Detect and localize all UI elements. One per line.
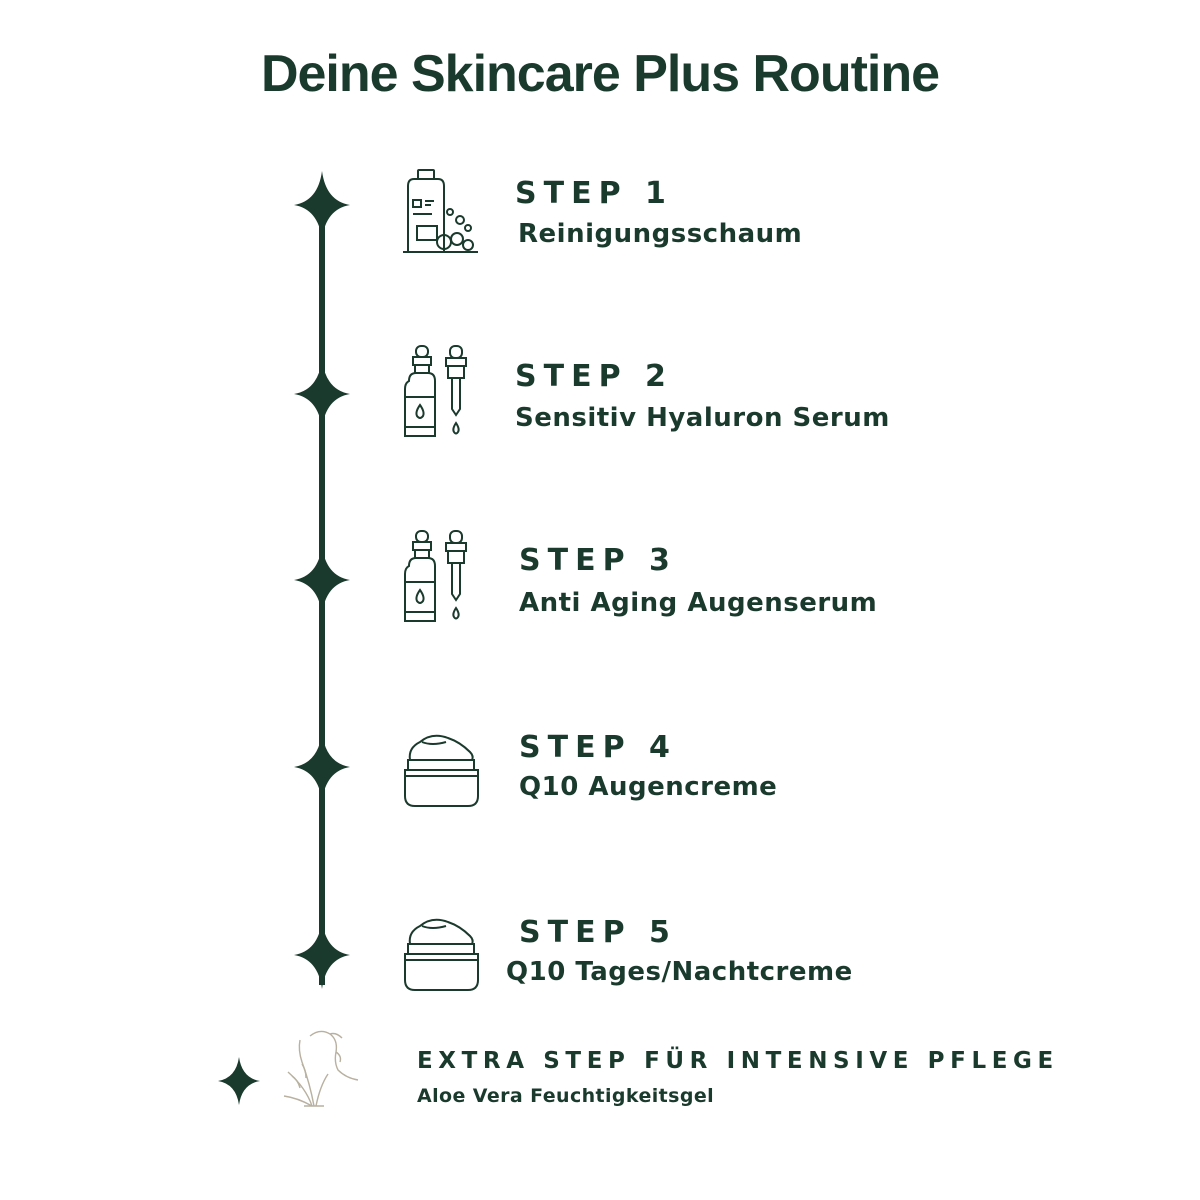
step-3-name: Anti Aging Augenserum: [519, 588, 878, 618]
extra-step-name: Aloe Vera Feuchtigkeitsgel: [417, 1085, 715, 1107]
aloe-vera-icon: [283, 1030, 359, 1107]
step-1-label: STEP 1: [515, 176, 673, 211]
cream-jar-icon: [404, 734, 479, 807]
foam-cleanser-icon: [403, 169, 478, 253]
timeline-star-4: [294, 733, 350, 801]
page-title: Deine Skincare Plus Routine: [260, 45, 940, 103]
step-5-name: Q10 Tages/Nachtcreme: [506, 957, 853, 987]
step-1-name: Reinigungsschaum: [518, 219, 803, 249]
step-4-name: Q10 Augencreme: [519, 772, 778, 802]
step-2-label: STEP 2: [515, 359, 673, 394]
timeline-star-3: [294, 546, 350, 614]
step-3-label: STEP 3: [519, 543, 677, 578]
timeline-star-2: [294, 360, 350, 428]
timeline-star-1: [294, 171, 350, 239]
serum-dropper-icon: [404, 530, 467, 622]
step-2-name: Sensitiv Hyaluron Serum: [515, 403, 890, 433]
timeline-star-5: [294, 921, 350, 989]
extra-star: [218, 1057, 260, 1105]
extra-step-title: EXTRA STEP FÜR INTENSIVE PFLEGE: [417, 1048, 1059, 1074]
cream-jar-icon: [404, 918, 479, 991]
step-4-label: STEP 4: [519, 730, 677, 765]
step-5-label: STEP 5: [519, 915, 677, 950]
serum-dropper-icon: [404, 345, 467, 437]
